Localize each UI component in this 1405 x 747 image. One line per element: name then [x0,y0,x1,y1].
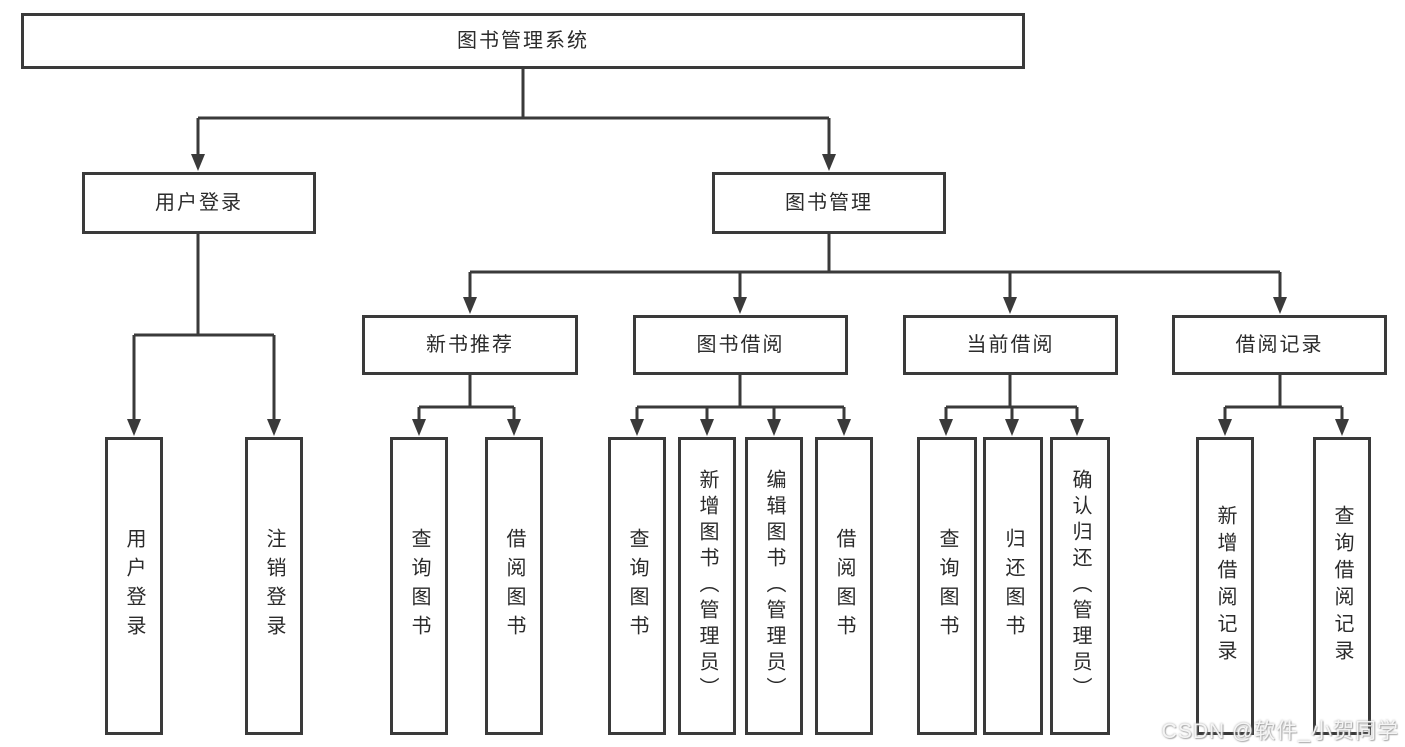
node-current-borrow: 当前借阅 [903,315,1118,375]
node-borrow-records: 借阅记录 [1172,315,1387,375]
node-bb-borrow-book: 借阅图书 [815,437,873,735]
node-new-book-recommend: 新书推荐 [362,315,578,375]
watermark: CSDN @软件_小贺同学 [1161,720,1399,743]
node-user-login-group: 用户登录 [82,172,316,234]
node-cb-return-book: 归还图书 [983,437,1043,735]
node-bb-edit-book-admin: 编辑图书（管理员） [745,437,803,735]
node-nb-query-book: 查询图书 [390,437,448,735]
node-cb-query-book: 查询图书 [917,437,977,735]
node-br-query-record: 查询借阅记录 [1313,437,1371,735]
node-bb-query-book: 查询图书 [608,437,666,735]
node-book-borrow: 图书借阅 [633,315,848,375]
node-cb-confirm-return-admin: 确认归还（管理员） [1050,437,1110,735]
node-nb-borrow-book: 借阅图书 [485,437,543,735]
node-logout: 注销登录 [245,437,303,735]
node-br-add-record: 新增借阅记录 [1196,437,1254,735]
node-bb-add-book-admin: 新增图书（管理员） [678,437,736,735]
node-user-login: 用户登录 [105,437,163,735]
node-book-management: 图书管理 [712,172,946,234]
node-root-system: 图书管理系统 [21,13,1025,69]
